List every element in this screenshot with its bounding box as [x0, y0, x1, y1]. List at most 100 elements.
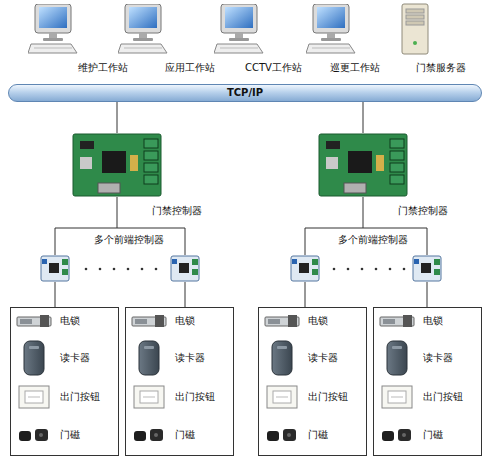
- device-label: 门磁: [308, 429, 330, 443]
- controller-board: [73, 134, 161, 196]
- dot: [85, 268, 88, 271]
- wire: [363, 197, 364, 228]
- dot: [347, 268, 350, 271]
- server-label: 门禁服务器: [416, 62, 468, 76]
- node-text: 电锁: [60, 315, 82, 328]
- dot: [141, 268, 144, 271]
- dot: [403, 268, 406, 271]
- lock-icon: [265, 315, 299, 327]
- node-text: 门禁控制器: [152, 205, 202, 218]
- wire: [55, 282, 56, 307]
- device-label: 门磁: [175, 429, 197, 443]
- device-label: 电锁: [60, 315, 82, 329]
- wire: [305, 228, 427, 255]
- node-text: 出门按钮: [175, 391, 217, 404]
- contact-icon: [19, 429, 48, 441]
- node-text: 电锁: [175, 315, 197, 328]
- node-text: 读卡器: [60, 352, 92, 365]
- connector: [363, 102, 364, 133]
- dot: [99, 268, 102, 271]
- ellipsis-dots: [85, 268, 406, 271]
- frontend-board: [41, 256, 69, 281]
- door-box: [126, 308, 234, 456]
- device-label: 门磁: [60, 429, 82, 443]
- dot: [127, 268, 130, 271]
- device-icons: [17, 315, 414, 441]
- group-label: 多个前端控制器: [338, 234, 408, 247]
- reader-icon: [272, 341, 292, 375]
- node-text: 应用工作站: [165, 62, 217, 75]
- wire: [117, 197, 118, 228]
- device-label: 读卡器: [423, 352, 455, 366]
- contact-icon: [267, 429, 296, 441]
- node-text: 巡更工作站: [330, 62, 382, 75]
- reader-icon: [387, 341, 407, 375]
- workstation-label: 应用工作站: [165, 62, 217, 76]
- lock-icon: [132, 315, 166, 327]
- door-boxes: [11, 308, 482, 456]
- device-label: 读卡器: [308, 352, 340, 366]
- door-controller: 门禁控制器: [318, 133, 448, 217]
- node-text: CCTV工作站: [245, 62, 304, 75]
- wire: [305, 282, 306, 307]
- reader-icon: [24, 341, 44, 375]
- frontend-board: [171, 256, 199, 281]
- computer-icon: [28, 4, 77, 53]
- node-text: 门磁: [308, 429, 330, 442]
- workstation-label: 巡更工作站: [330, 62, 382, 76]
- dot: [155, 268, 158, 271]
- node-text: 门磁: [175, 429, 197, 442]
- door-box: [374, 308, 482, 456]
- group-label: 多个前端控制器: [94, 234, 164, 247]
- button-icon: [382, 386, 412, 408]
- server-icon: [402, 4, 428, 54]
- contact-icon: [382, 429, 411, 441]
- device-label: 读卡器: [175, 352, 207, 366]
- reader-icon: [139, 341, 159, 375]
- device-label: 电锁: [175, 315, 197, 329]
- wire: [427, 282, 428, 307]
- frontend-board: [291, 256, 319, 281]
- frontend-board: [413, 256, 441, 281]
- button-icon: [134, 386, 164, 408]
- node-text: 读卡器: [175, 352, 207, 365]
- computer-icon: [118, 4, 167, 53]
- contact-icon: [134, 429, 163, 441]
- node-text: 门禁控制器: [398, 205, 448, 218]
- dot: [375, 268, 378, 271]
- controller-board: [319, 134, 407, 196]
- node-text: 电锁: [308, 315, 330, 328]
- wires: [55, 197, 427, 307]
- device-label: 出门按钮: [308, 391, 350, 405]
- device-label: 电锁: [423, 315, 445, 329]
- lock-icon: [380, 315, 414, 327]
- node-text: 电锁: [423, 315, 445, 328]
- node-text: 门磁: [423, 429, 445, 442]
- computer-icon: [306, 4, 355, 53]
- wire: [55, 228, 185, 255]
- connector: [117, 102, 118, 133]
- device-label: 读卡器: [60, 352, 92, 366]
- button-icon: [267, 386, 297, 408]
- workstation-label: CCTV工作站: [245, 62, 304, 76]
- node-text: 维护工作站: [78, 62, 130, 75]
- computer-icon: [214, 4, 263, 53]
- lock-icon: [17, 315, 51, 327]
- device-label: 电锁: [308, 315, 330, 329]
- node-text: 门磁: [60, 429, 82, 442]
- door-box: [259, 308, 367, 456]
- device-label: 出门按钮: [423, 391, 465, 405]
- button-icon: [19, 386, 49, 408]
- door-controller: 门禁控制器: [72, 133, 202, 217]
- device-label: 门磁: [423, 429, 445, 443]
- dot: [389, 268, 392, 271]
- node-text: 读卡器: [308, 352, 340, 365]
- node-text: 出门按钮: [423, 391, 465, 404]
- door-box: [11, 308, 119, 456]
- node-text: 门禁服务器: [416, 62, 468, 75]
- dot: [113, 268, 116, 271]
- network-bus: TCP/IP: [8, 84, 482, 102]
- node-text: 读卡器: [423, 352, 455, 365]
- device-label: 出门按钮: [175, 391, 217, 405]
